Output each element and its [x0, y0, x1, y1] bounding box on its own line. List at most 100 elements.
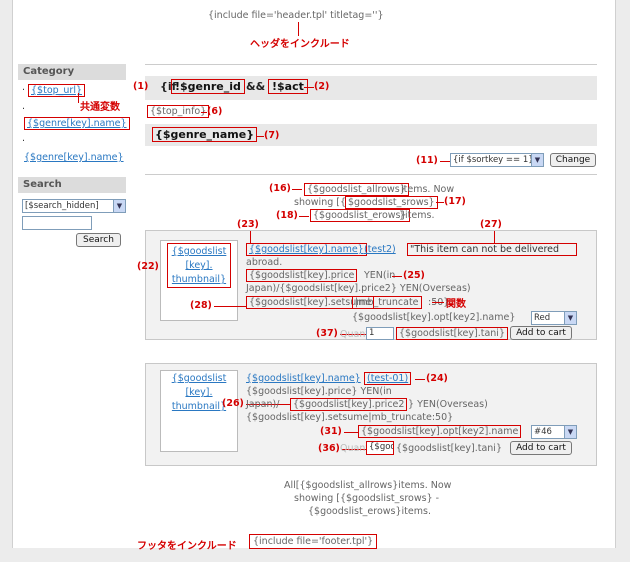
header-include: {include file='header.tpl' titletag=''}: [208, 10, 384, 21]
label-23: (23): [237, 219, 259, 230]
showing: showing [{: [294, 197, 347, 208]
label-2: (2): [314, 81, 330, 92]
label-18: (18): [276, 210, 298, 221]
item1-price: {$goodslist[key].price: [246, 269, 358, 282]
footer-all-2: showing [{$goodslist_srows} -: [294, 493, 440, 504]
label-31: (31): [320, 426, 342, 437]
label-11: (11): [416, 155, 438, 166]
bullet: ·: [22, 136, 26, 147]
footer-note: フッタをインクルード: [137, 541, 237, 552]
thumbnail-link-2[interactable]: {$goodslist [key]. thumbnail}: [171, 373, 227, 412]
pointer-line: [432, 302, 444, 303]
label-24: (24): [426, 373, 448, 384]
common-var-pointer: [78, 93, 79, 103]
header-divider: [145, 64, 597, 65]
erows: {$goodslist_erows}: [310, 209, 410, 222]
pointer-line: [246, 404, 290, 405]
bullet: ·: [22, 104, 26, 115]
pointer-line: [342, 449, 366, 450]
items-now: items. Now: [401, 184, 455, 195]
genre-name: {$genre_name}: [152, 127, 258, 142]
chevron-down-icon: ▼: [113, 200, 125, 212]
item1-abroad: abroad.: [246, 257, 283, 268]
label-17: (17): [444, 196, 466, 207]
item1-opt: {$goodslist[key].opt[key2].name}: [352, 312, 516, 323]
allrows: {$goodslist_allrows}: [304, 183, 409, 196]
label-27: (27): [480, 219, 502, 230]
func-note: 関数: [446, 299, 466, 310]
genre-bar: [145, 124, 597, 146]
item2-qty-label: Quantity: [340, 443, 382, 454]
search-title: Search: [18, 177, 126, 193]
item2-price2: {$goodslist[key].price2: [290, 398, 408, 411]
item1-qty-label: Quantity: [340, 329, 382, 340]
and-op: &&: [246, 80, 266, 93]
change-button[interactable]: Change: [550, 153, 596, 167]
search-button[interactable]: Search: [76, 233, 121, 247]
condition-bar: [145, 76, 597, 100]
pointer-line: [250, 231, 251, 243]
pointer-line: [392, 276, 402, 277]
pointer-line: [256, 136, 264, 137]
item1-qty-input[interactable]: 1: [366, 327, 394, 340]
item2-price-line: {$goodslist[key].price} YEN(in: [246, 386, 392, 397]
item1-price2: Japan)/{$goodslist[key].price2} YEN(Over…: [246, 283, 471, 294]
item1-yen: YEN(in: [364, 270, 396, 281]
label-37: (37): [316, 328, 338, 339]
item2-opt-select[interactable]: #46▼: [531, 425, 577, 439]
genre-id-cond: !$genre_id: [171, 79, 245, 94]
label-28: (28): [190, 300, 212, 311]
thumbnail-frame-1: [160, 240, 238, 321]
pointer-line: [214, 306, 246, 307]
chevron-down-icon: ▼: [564, 426, 576, 438]
category-title: Category: [18, 64, 126, 80]
act-cond: !$act: [268, 79, 308, 94]
pointer-line: [436, 202, 444, 203]
cond-prefix: {if: [160, 80, 177, 93]
pointer-line: [415, 379, 425, 380]
pointer-line: [304, 87, 314, 88]
sort-select[interactable]: {if $sortkey == 1}▼: [450, 153, 544, 167]
search-input[interactable]: [22, 216, 92, 230]
pointer-line: [201, 112, 207, 113]
item1-cannot-deliver: "This item can not be delivered: [407, 243, 577, 256]
genre-link-1[interactable]: {$genre[key].name}: [24, 117, 130, 130]
item2-setsume: {$goodslist[key].setsume|mb_truncate:50}: [246, 412, 454, 423]
thumbnail-link-1[interactable]: {$goodslist [key]. thumbnail}: [167, 243, 231, 288]
label-6: (6): [207, 106, 223, 117]
srows: $goodslist_srows}: [345, 196, 438, 209]
item2-test[interactable]: (test-01): [364, 372, 412, 385]
label-26: (26): [222, 398, 244, 409]
label-22: (22): [137, 261, 159, 272]
label-36: (36): [318, 443, 340, 454]
label-25: (25): [403, 270, 425, 281]
label-1: (1): [133, 81, 149, 92]
pointer-line: [340, 334, 368, 335]
header-note: ヘッダをインクルード: [250, 39, 350, 50]
item1-truncate[interactable]: |mb_truncate: [352, 296, 422, 309]
item1-tani: {$goodslist[key].tani}: [396, 327, 508, 340]
item1-opt-select[interactable]: Red▼: [531, 311, 577, 325]
items-text: }items.: [399, 210, 435, 221]
pointer-line: [344, 432, 358, 433]
item1-name-link[interactable]: {$goodslist[key].name}: [246, 243, 367, 256]
label-16: (16): [269, 183, 291, 194]
item2-tani: {$goodslist[key].tani}: [396, 443, 502, 454]
footer-all-1: All[{$goodslist_allrows}items. Now: [284, 480, 452, 491]
top-url-link[interactable]: {$top_url}: [28, 84, 86, 97]
item2-name-link[interactable]: {$goodslist[key].name}: [246, 373, 361, 384]
thumbnail-frame-2: [160, 370, 238, 452]
item2-qty-input[interactable]: {$goo: [366, 441, 394, 455]
item1-setsume: {$goodslist[key].setsume: [246, 296, 375, 309]
chevron-down-icon: ▼: [564, 312, 576, 324]
item2-japan: Japan)/: [246, 399, 280, 410]
top-info: {$top_info}: [147, 105, 210, 118]
genre-link-2[interactable]: {$genre[key].name}: [24, 152, 124, 163]
pointer-line: [494, 231, 495, 243]
common-var-note: 共通変数: [80, 102, 120, 113]
header-pointer: [298, 22, 299, 36]
search-select[interactable]: [$search_hidden]▼: [22, 199, 126, 213]
item1-test[interactable]: (test2): [364, 244, 396, 255]
item2-add-to-cart[interactable]: Add to cart: [510, 441, 572, 455]
item1-add-to-cart[interactable]: Add to cart: [510, 326, 572, 340]
